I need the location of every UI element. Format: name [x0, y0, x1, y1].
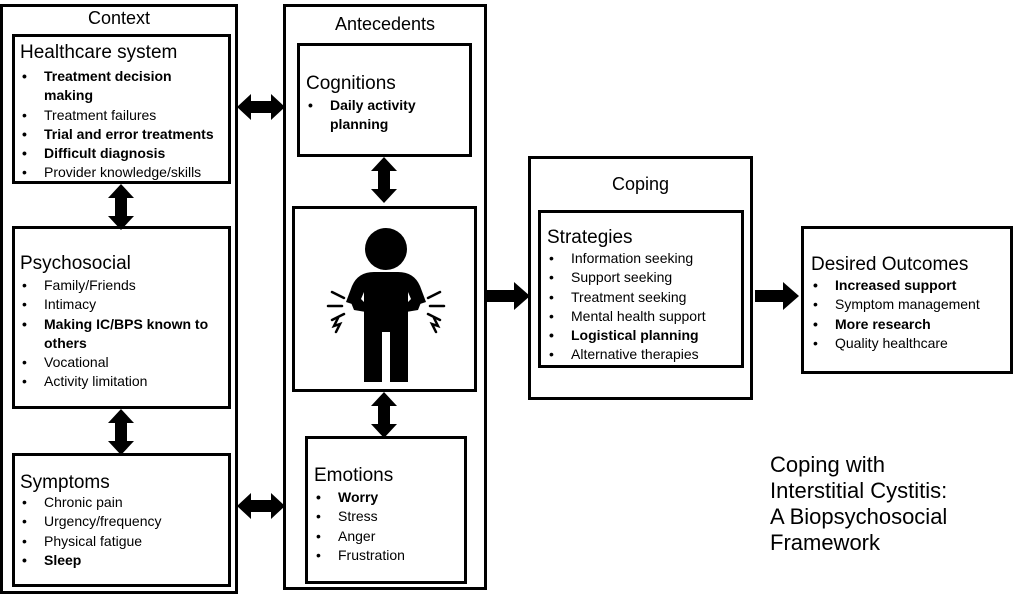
list-item: Frustration [312, 546, 462, 566]
symptoms-list: Chronic painUrgency/frequencyPhysical fa… [18, 493, 228, 570]
strategies-list: Information seekingSupport seekingTreatm… [545, 249, 741, 365]
antecedents-coping-arrow-icon [486, 282, 530, 310]
list-item: Stress [312, 507, 462, 527]
list-item: Quality healthcare [809, 334, 1009, 354]
healthcare-psychosocial-double-arrow-icon [108, 184, 134, 230]
psychosocial-list: Family/FriendsIntimacyMaking IC/BPS know… [18, 276, 228, 392]
list-item: Intimacy [18, 295, 228, 315]
list-item: Worry [312, 488, 462, 508]
cognitions-list: Daily activity planning [304, 96, 469, 135]
psychosocial-title: Psychosocial [20, 253, 131, 274]
list-item: Alternative therapies [545, 345, 741, 365]
healthcare-system-list: Treatment decision makingTreatment failu… [18, 67, 228, 183]
psychosocial-symptoms-double-arrow-icon [108, 409, 134, 455]
context-title: Context [87, 8, 151, 28]
emotions-title: Emotions [314, 465, 394, 486]
coping-title: Coping [611, 174, 670, 194]
list-item: Logistical planning [545, 326, 741, 346]
framework-title-line-3: A Biopsychosocial [770, 504, 948, 529]
cognitions-title: Cognitions [306, 73, 396, 94]
cognitions-person-double-arrow-icon [371, 157, 397, 203]
list-item: More research [809, 315, 1009, 335]
list-item: Sleep [18, 551, 228, 571]
list-item: Physical fatigue [18, 532, 228, 552]
list-item: Support seeking [545, 268, 741, 288]
healthcare-system-title: Healthcare system [20, 42, 178, 63]
desired-outcomes-title: Desired Outcomes [811, 254, 969, 275]
desired-outcomes-list: Increased supportSymptom managementMore … [809, 276, 1009, 353]
list-item: Trial and error treatments [18, 125, 228, 145]
list-item: Mental health support [545, 307, 741, 327]
antecedents-title: Antecedents [334, 14, 436, 34]
symptoms-title: Symptoms [20, 472, 110, 493]
list-item: Information seeking [545, 249, 741, 269]
list-item: Family/Friends [18, 276, 228, 296]
framework-title-line-4: Framework [770, 530, 881, 555]
list-item: Treatment seeking [545, 288, 741, 308]
list-item: Vocational [18, 353, 228, 373]
list-item: Increased support [809, 276, 1009, 296]
list-item: Daily activity planning [304, 96, 469, 135]
person-emotions-double-arrow-icon [371, 392, 397, 438]
list-item: Chronic pain [18, 493, 228, 513]
person-in-pain-figure [346, 228, 426, 382]
framework-title: Coping with Interstitial Cystitis: A Bio… [770, 452, 947, 556]
context-antecedents-bottom-double-arrow-icon [237, 493, 285, 519]
context-antecedents-top-double-arrow-icon [237, 94, 285, 120]
list-item: Making IC/BPS known to others [18, 315, 228, 354]
coping-outcomes-arrow-icon [755, 282, 799, 310]
list-item: Difficult diagnosis [18, 144, 228, 164]
list-item: Symptom management [809, 295, 1009, 315]
framework-title-line-1: Coping with [770, 452, 885, 477]
emotions-list: WorryStressAngerFrustration [312, 488, 462, 565]
strategies-title: Strategies [547, 227, 633, 248]
list-item: Activity limitation [18, 372, 228, 392]
person-in-pain-icon [326, 228, 446, 382]
list-item: Anger [312, 527, 462, 547]
pain-lines [326, 290, 446, 334]
list-item: Urgency/frequency [18, 512, 228, 532]
list-item: Treatment decision making [18, 67, 228, 106]
framework-title-line-2: Interstitial Cystitis: [770, 478, 948, 503]
list-item: Provider knowledge/skills [18, 163, 228, 183]
list-item: Treatment failures [18, 106, 228, 126]
